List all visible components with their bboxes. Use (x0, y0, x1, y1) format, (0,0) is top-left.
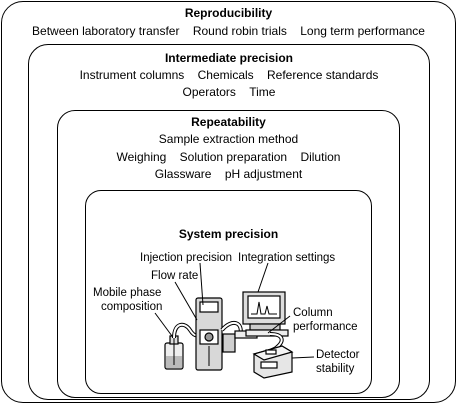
item-between-lab-transfer: Between laboratory transfer (32, 24, 180, 38)
label-flow-rate: Flow rate (151, 270, 199, 282)
label-mobile-phase-line1: Mobile phase (93, 287, 162, 299)
leader-injection (199, 262, 204, 306)
item-solution-preparation: Solution preparation (179, 150, 288, 164)
item-weighing: Weighing (116, 150, 167, 164)
intermediate-row-1: Instrument columns Chemicals Reference s… (29, 68, 429, 83)
repeatability-row-2: Weighing Solution preparation Dilution (58, 150, 399, 165)
system-precision-box: System precision (85, 190, 372, 394)
item-dilution: Dilution (300, 150, 341, 164)
item-operators: Operators (182, 85, 236, 99)
reproducibility-items: Between laboratory transfer Round robin … (2, 24, 455, 39)
monitor-icon (242, 291, 289, 337)
label-column-line1: Column (293, 307, 333, 319)
label-detector-line1: Detector (316, 349, 360, 361)
item-sample-extraction: Sample extraction method (158, 132, 299, 146)
item-instrument-columns: Instrument columns (79, 68, 185, 82)
item-chemicals: Chemicals (197, 68, 254, 82)
item-long-term: Long term performance (300, 24, 425, 38)
system-precision-title: System precision (178, 227, 279, 241)
detector-icon (252, 345, 294, 379)
leader-flow-rate (174, 281, 198, 321)
repeatability-row-1: Sample extraction method (58, 132, 399, 147)
pump-injector-icon (195, 297, 223, 371)
item-round-robin: Round robin trials (192, 24, 287, 38)
leader-integration (257, 262, 269, 293)
solvent-bottle-icon (164, 335, 184, 370)
leader-detector (291, 356, 315, 359)
leader-mobile-phase (154, 312, 173, 337)
item-reference-standards: Reference standards (267, 68, 379, 82)
leader-column (267, 315, 291, 334)
label-column-line2: performance (293, 321, 358, 333)
label-injection-precision: Injection precision (140, 252, 233, 264)
intermediate-row-2: Operators Time (29, 85, 429, 100)
label-detector-line2: stability (316, 363, 355, 375)
reproducibility-title: Reproducibility (184, 6, 273, 20)
intermediate-precision-title: Intermediate precision (164, 51, 294, 65)
item-time: Time (249, 85, 276, 99)
repeatability-row-3: Glassware pH adjustment (58, 167, 399, 182)
item-glassware: Glassware (154, 167, 212, 181)
repeatability-title: Repeatability (191, 115, 266, 129)
label-integration-settings: Integration settings (238, 252, 336, 264)
label-mobile-phase-line2: composition (101, 301, 163, 313)
leader-lines (154, 262, 315, 359)
item-ph-adjustment: pH adjustment (224, 167, 303, 181)
